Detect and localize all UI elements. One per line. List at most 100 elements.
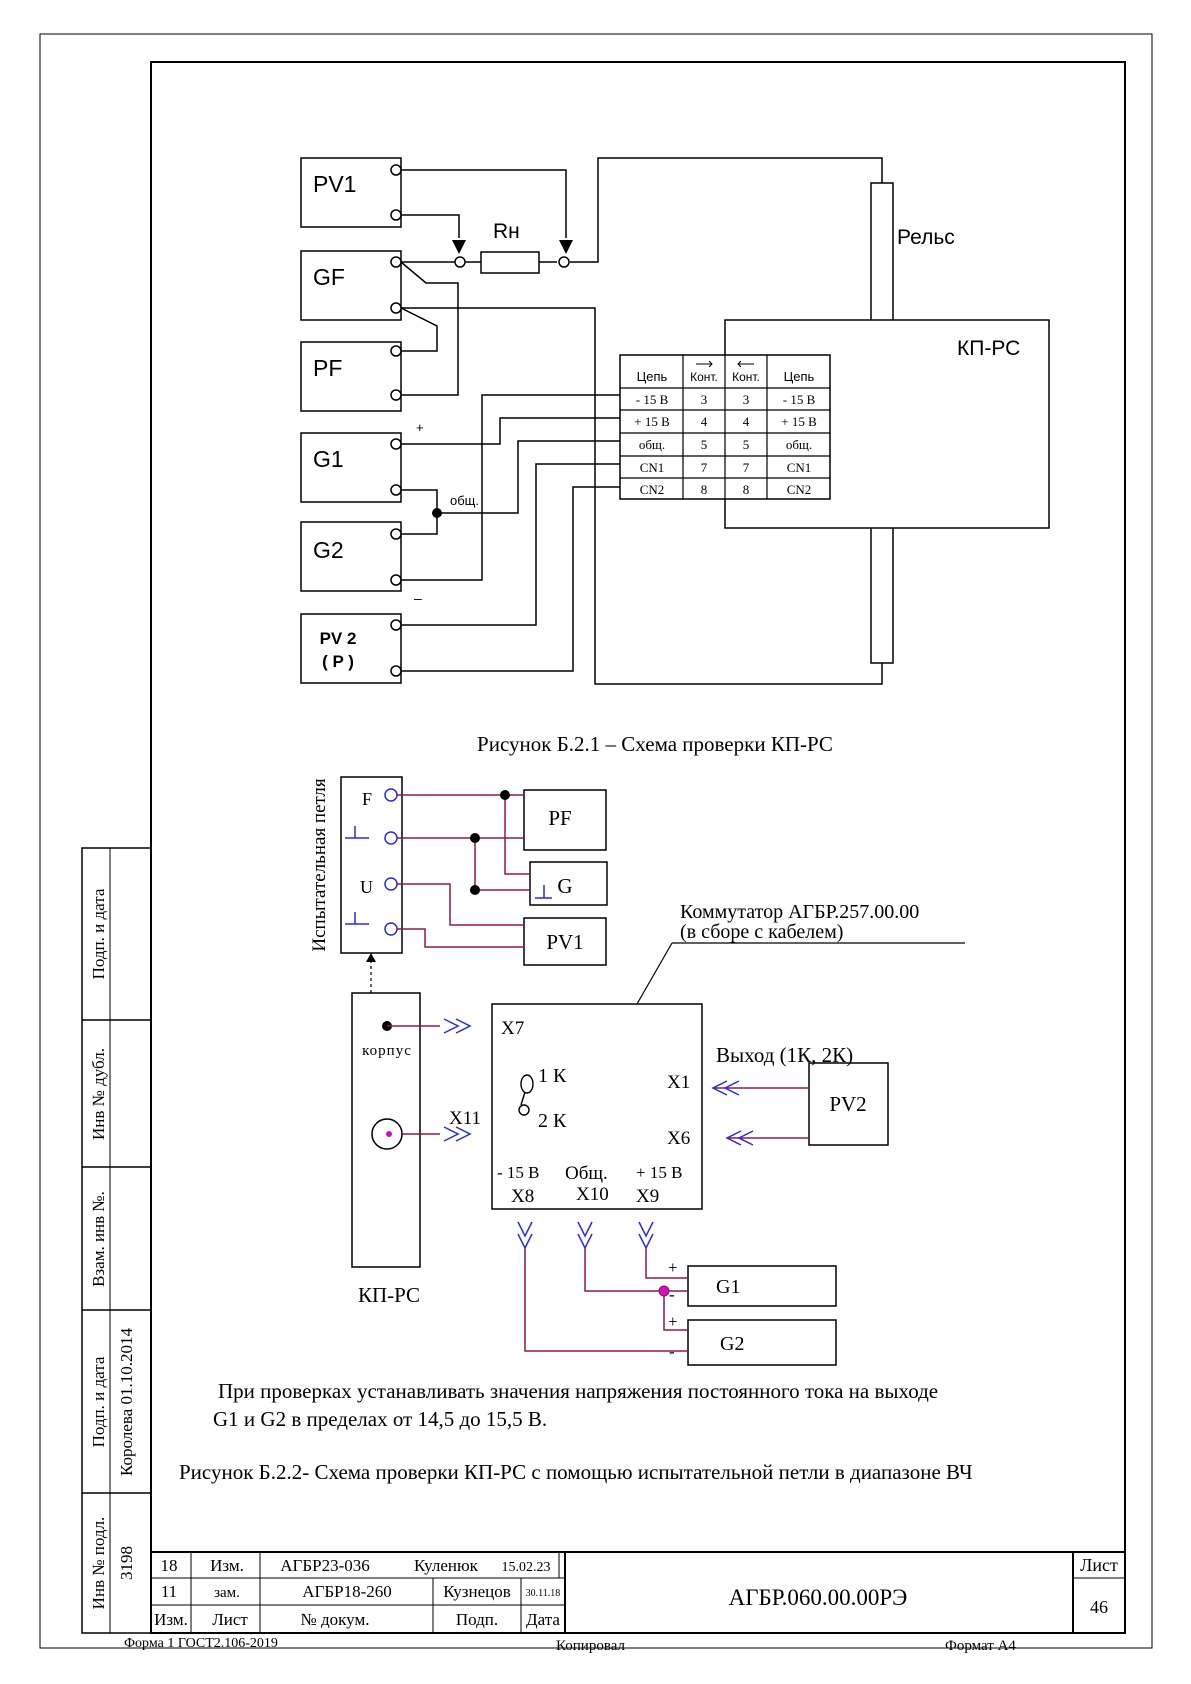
supply-common: Общ. bbox=[565, 1163, 608, 1184]
commutator-leader bbox=[636, 942, 673, 1005]
table-cell: 3 bbox=[743, 392, 750, 407]
rail-label: Рельс bbox=[897, 226, 955, 249]
switch-1k-label: 1 К bbox=[538, 1065, 567, 1087]
table-cell: 7 bbox=[701, 460, 708, 475]
side-stamp: Подп. и дата Инв № дубл. Взам. инв №. По… bbox=[81, 847, 152, 1634]
table-cell: 5 bbox=[743, 437, 750, 452]
header-sheet: Лист bbox=[212, 1610, 248, 1629]
note-line-2: G1 и G2 в пределах от 14,5 до 15,5 В. bbox=[213, 1407, 547, 1431]
housing-label: корпус bbox=[362, 1043, 412, 1059]
table-header-contact-left: Конт. bbox=[690, 370, 718, 384]
probe-arrow-right bbox=[559, 240, 573, 254]
title-block: 18 Изм. АГБР23-036 Куленюк 15.02.23 11 з… bbox=[151, 1551, 1125, 1633]
header-rev: Изм. bbox=[154, 1610, 188, 1629]
gf-label: GF bbox=[313, 264, 345, 290]
arrow-left-icon bbox=[737, 360, 754, 368]
resistor-label: Rн bbox=[493, 220, 520, 243]
table-cell: CN2 bbox=[787, 482, 812, 497]
g1-box bbox=[300, 432, 402, 503]
footer-format: Формат А4 bbox=[945, 1638, 1016, 1654]
g-label: G bbox=[557, 874, 572, 898]
arrow-right-icon bbox=[696, 360, 713, 368]
rev-1-doc: АГБР23-036 bbox=[280, 1556, 369, 1575]
figure-1-diagram: PV1 GF PF G1 G2 PV 2 ( P ) bbox=[300, 157, 1050, 685]
outer-border bbox=[39, 33, 1153, 1649]
g2-plus-sign-2: + bbox=[668, 1312, 678, 1331]
g2-label: G2 bbox=[313, 537, 344, 563]
table-cell: CN1 bbox=[640, 460, 665, 475]
g2-box-2 bbox=[687, 1319, 837, 1366]
loop-terminal-u: U bbox=[360, 877, 373, 897]
table-cell: 8 bbox=[701, 482, 708, 497]
stamp-orig-inv-value: 3198 bbox=[117, 1546, 136, 1580]
supply-minus15: - 15 В bbox=[497, 1163, 540, 1182]
table-cell: 3 bbox=[701, 392, 708, 407]
figure-2-diagram: Испытательная петля F U PF G PV1 bbox=[309, 776, 965, 1366]
loop-wires bbox=[397, 794, 530, 948]
table-cell: CN2 bbox=[640, 482, 665, 497]
common-node bbox=[432, 508, 442, 518]
table-cell: - 15 В bbox=[783, 392, 816, 407]
supply-plus15: + 15 В bbox=[636, 1163, 682, 1182]
stamp-label-sign-date-2: Подп. и дата bbox=[89, 1356, 108, 1447]
rev-1-type: Изм. bbox=[210, 1556, 244, 1575]
pf-label: PF bbox=[313, 355, 342, 381]
document-designation: АГБР.060.00.00РЭ bbox=[729, 1585, 908, 1610]
connector-x6: X6 bbox=[667, 1128, 690, 1149]
table-cell: + 15 В bbox=[781, 414, 817, 429]
fig1-wires bbox=[400, 157, 883, 685]
g1-label: G1 bbox=[313, 446, 344, 472]
rev-2-type: зам. bbox=[214, 1585, 240, 1601]
table-cell: 4 bbox=[743, 414, 750, 429]
table-header-circuit-left: Цепь bbox=[637, 369, 668, 384]
table-cell: 7 bbox=[743, 460, 750, 475]
note-line-1: При проверках устанавливать значения нап… bbox=[218, 1379, 938, 1403]
g1-minus-sign-2: - bbox=[669, 1285, 675, 1304]
stamp-sign-date-value: Королева 01.10.2014 bbox=[117, 1328, 136, 1476]
rev-2-signer: Кузнецов bbox=[443, 1582, 511, 1601]
rev-1-signer: Куленюк bbox=[414, 1556, 479, 1575]
sheet-number: 46 bbox=[1090, 1597, 1108, 1617]
coax-center bbox=[386, 1131, 392, 1137]
rev-2-doc: АГБР18-260 bbox=[302, 1582, 391, 1601]
connector-x8: X8 bbox=[511, 1186, 534, 1207]
g2-label-2: G2 bbox=[720, 1333, 744, 1355]
footer-form: Форма 1 ГОСТ2.106-2019 bbox=[124, 1636, 278, 1651]
rev-1-date: 15.02.23 bbox=[502, 1560, 551, 1575]
loop-terminals bbox=[384, 788, 398, 936]
g1-label-2: G1 bbox=[716, 1276, 740, 1298]
table-cell: общ. bbox=[786, 437, 812, 452]
g2-box bbox=[300, 521, 402, 592]
table-cell: - 15 В bbox=[636, 392, 669, 407]
stamp-label-replaced-inv: Взам. инв №. bbox=[89, 1191, 108, 1287]
pv1-label: PV1 bbox=[313, 171, 356, 197]
footer-copied: Копировал bbox=[556, 1638, 625, 1654]
commutator-label-1: Коммутатор АГБР.257.00.00 bbox=[680, 901, 919, 923]
rev-2-date: 30.11.18 bbox=[526, 1588, 561, 1599]
stamp-label-sign-date-1: Подп. и дата bbox=[89, 888, 108, 979]
pf-label-2: PF bbox=[548, 806, 571, 830]
probe-arrow-left bbox=[452, 240, 466, 254]
fig1-terminals bbox=[390, 164, 570, 677]
rev-2-number: 11 bbox=[161, 1582, 177, 1601]
connector-x1: X1 bbox=[667, 1072, 690, 1093]
connector-x7: X7 bbox=[501, 1018, 524, 1039]
g2-minus-sign: – bbox=[414, 590, 422, 606]
table-cell: + 15 В bbox=[634, 414, 670, 429]
pf-box bbox=[300, 341, 402, 412]
pv2-label-3: PV2 bbox=[829, 1092, 866, 1116]
pv1-box bbox=[300, 157, 402, 228]
stamp-label-orig-inv: Инв № подл. bbox=[89, 1517, 108, 1610]
switch-2k-label: 2 К bbox=[538, 1110, 567, 1132]
supply-node bbox=[658, 1285, 670, 1297]
resistor-rn bbox=[480, 251, 540, 274]
range-switch-icon bbox=[518, 1074, 534, 1116]
output-label: Выход (1К, 2К) bbox=[716, 1043, 853, 1067]
table-header-circuit-right: Цепь bbox=[784, 369, 815, 384]
rev-1-number: 18 bbox=[161, 1556, 178, 1575]
header-date: Дата bbox=[526, 1610, 560, 1629]
g1-box-2 bbox=[687, 1265, 837, 1307]
figure-2-caption: Рисунок Б.2.2- Схема проверки КП-РС с по… bbox=[179, 1460, 973, 1484]
header-doc-number: № докум. bbox=[301, 1610, 370, 1629]
